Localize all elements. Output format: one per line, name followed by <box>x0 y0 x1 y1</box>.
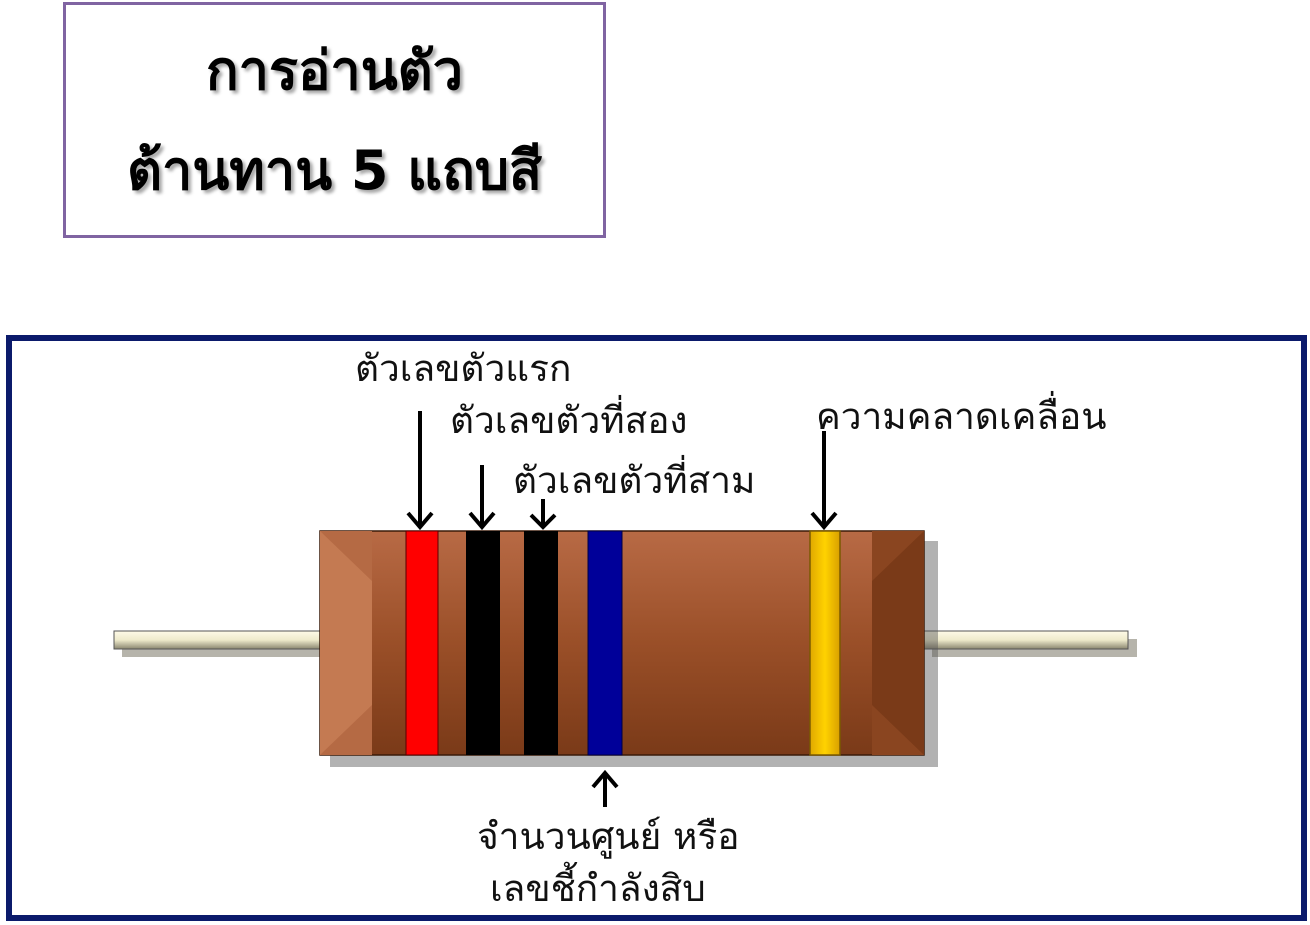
arrow-second-digit <box>468 465 496 531</box>
resistor-diagram-frame: ตัวเลขตัวแรก ตัวเลขตัวที่สอง ตัวเลขตัวที… <box>6 335 1307 921</box>
arrow-multiplier <box>591 769 619 807</box>
arrow-third-digit <box>529 499 557 530</box>
title-line-2: ต้านทาน 5 แถบสี <box>126 139 543 202</box>
right-lead <box>921 630 1137 657</box>
label-tolerance: ความคลาดเคลื่อน <box>816 390 1107 438</box>
label-first-digit: ตัวเลขตัวแรก <box>355 347 571 390</box>
band-multiplier <box>587 530 623 756</box>
label-multiplier-line-1: จำนวนศูนย์ หรือ <box>477 815 740 859</box>
arrow-first-digit <box>406 411 434 531</box>
label-second-digit: ตัวเลขตัวที่สอง <box>450 394 687 442</box>
label-multiplier-line-2: เลขชี้กำลังสิบ <box>490 861 706 910</box>
left-lead <box>113 630 332 657</box>
band-tolerance <box>809 530 841 756</box>
arrow-tolerance <box>810 431 838 531</box>
title-box: การอ่านตัว ต้านทาน 5 แถบสี <box>63 2 606 238</box>
band-second-digit <box>466 531 500 755</box>
resistor-diagram: ตัวเลขตัวแรก ตัวเลขตัวที่สอง ตัวเลขตัวที… <box>113 347 1137 910</box>
band-third-digit <box>524 531 558 755</box>
label-third-digit: ตัวเลขตัวที่สาม <box>513 454 755 502</box>
title-line-1: การอ่านตัว <box>205 39 464 102</box>
band-first-digit <box>405 530 439 756</box>
